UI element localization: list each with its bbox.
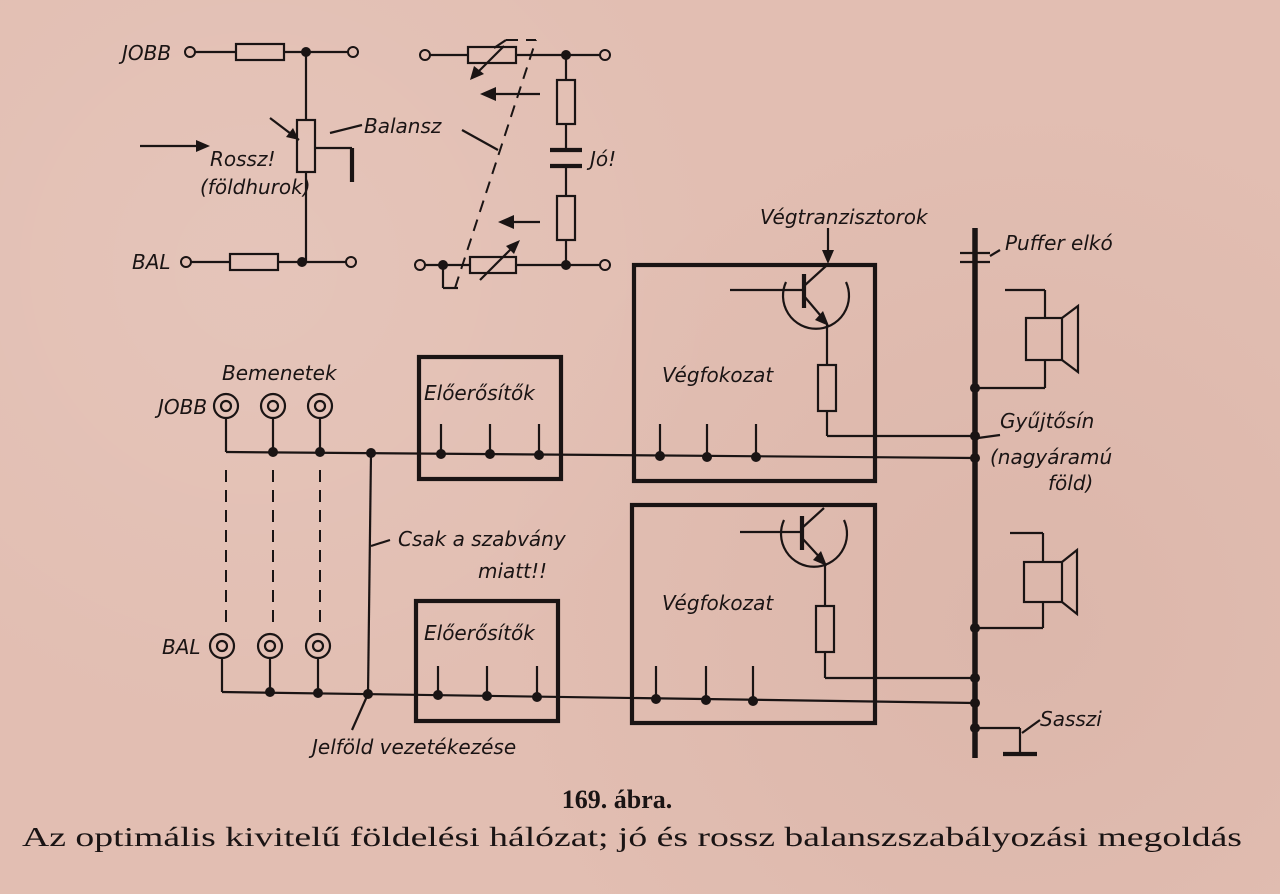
jack-jobb-1 (212, 392, 240, 420)
bad-balance-circuit (140, 42, 499, 272)
label-sasszi: Sasszi (1040, 707, 1102, 731)
caption-number: 169. ábra. (562, 785, 673, 814)
resistor-bal (228, 252, 280, 272)
label-jelfold: Jelföld vezetékezése (308, 735, 516, 759)
standard-required-link (366, 452, 373, 695)
jack-bal-3 (304, 632, 332, 660)
bal-terminal-good-left (414, 259, 426, 271)
bal-terminal-good-right (599, 259, 611, 271)
resistor-jobb (234, 42, 286, 62)
speaker-lower (975, 531, 1079, 630)
label-nagyaramu: (nagyáramú (990, 445, 1112, 469)
bal-terminal-right (345, 256, 357, 268)
balance-pot-bal (468, 255, 518, 275)
label-jo: Jó! (586, 147, 616, 171)
preamp-box-2 (413, 598, 561, 724)
speaker-magnet-1 (1024, 316, 1064, 362)
jobb-terminal-good-right (599, 49, 611, 61)
label-rossz: Rossz! (210, 147, 276, 171)
speaker-cone-2 (1061, 547, 1079, 617)
ground-bus (960, 228, 1041, 758)
jobb-terminal-good-left (419, 49, 431, 61)
jack-bal-2 (256, 632, 284, 660)
signal-ground-wiring (221, 447, 976, 731)
label-csak-a-szabvany: Csak a szabvány (398, 527, 567, 551)
input-jacks (208, 392, 334, 692)
label-eloerositok-1: Előerősítők (424, 381, 536, 405)
power-stage-lower (629, 502, 980, 726)
transistor-1-envelope (781, 281, 851, 330)
jobb-terminal-right (347, 46, 359, 58)
speaker-magnet-2 (1022, 560, 1064, 604)
emitter-resistor-1 (816, 363, 838, 413)
preamp-upper (416, 354, 564, 482)
speaker-cone-1 (1061, 303, 1080, 375)
label-vegfokozat-2: Végfokozat (662, 591, 774, 615)
label-vegfokozat-1: Végfokozat (662, 363, 774, 387)
label-foldhurok: (földhurok) (200, 175, 311, 199)
label-balansz: Balansz (364, 114, 442, 138)
label-eloerositok-2: Előerősítők (424, 621, 536, 645)
label-jobb-in: JOBB (154, 395, 207, 419)
label-bal-top: BAL (132, 250, 171, 274)
jack-bal-1 (208, 632, 236, 660)
figure-caption: 169. ábra. Az optimális kivitelű földelé… (22, 785, 1242, 852)
speaker-upper (975, 288, 1080, 390)
balance-pot-bad (295, 118, 317, 174)
label-miatt: miatt!! (478, 559, 547, 583)
transistor-2-envelope (779, 519, 849, 568)
power-stage-box-1 (631, 262, 878, 484)
bal-terminal-left (180, 256, 192, 268)
power-stage-upper (631, 262, 980, 484)
label-jobb-top: JOBB (118, 41, 171, 65)
jack-jobb-3 (306, 392, 334, 420)
diagram-labels: JOBB BAL Balansz Rossz! (földhurok) Jó! … (118, 41, 1113, 759)
emitter-resistor-2 (814, 604, 836, 654)
label-puffer-elko: Puffer elkó (1005, 231, 1113, 255)
caption-text: Az optimális kivitelű földelési hálózat;… (22, 822, 1242, 852)
preamp-lower (413, 598, 561, 724)
power-stage-box-2 (629, 502, 878, 726)
good-balance-circuit (414, 39, 611, 290)
resistor-good-upper (555, 78, 577, 126)
label-bal-in: BAL (162, 635, 201, 659)
jack-jobb-2 (259, 392, 287, 420)
jobb-terminal-left (184, 46, 196, 58)
label-gyujtosin: Gyűjtősín (1000, 409, 1094, 433)
ganged-pot-link (454, 39, 537, 289)
label-fold: föld) (1048, 471, 1093, 495)
balance-pot-jobb (466, 45, 518, 65)
resistor-good-lower (555, 194, 577, 242)
preamp-box-1 (416, 354, 564, 482)
label-vegtranzisztorok: Végtranzisztorok (760, 205, 929, 229)
label-bemenetek: Bemenetek (222, 361, 338, 385)
